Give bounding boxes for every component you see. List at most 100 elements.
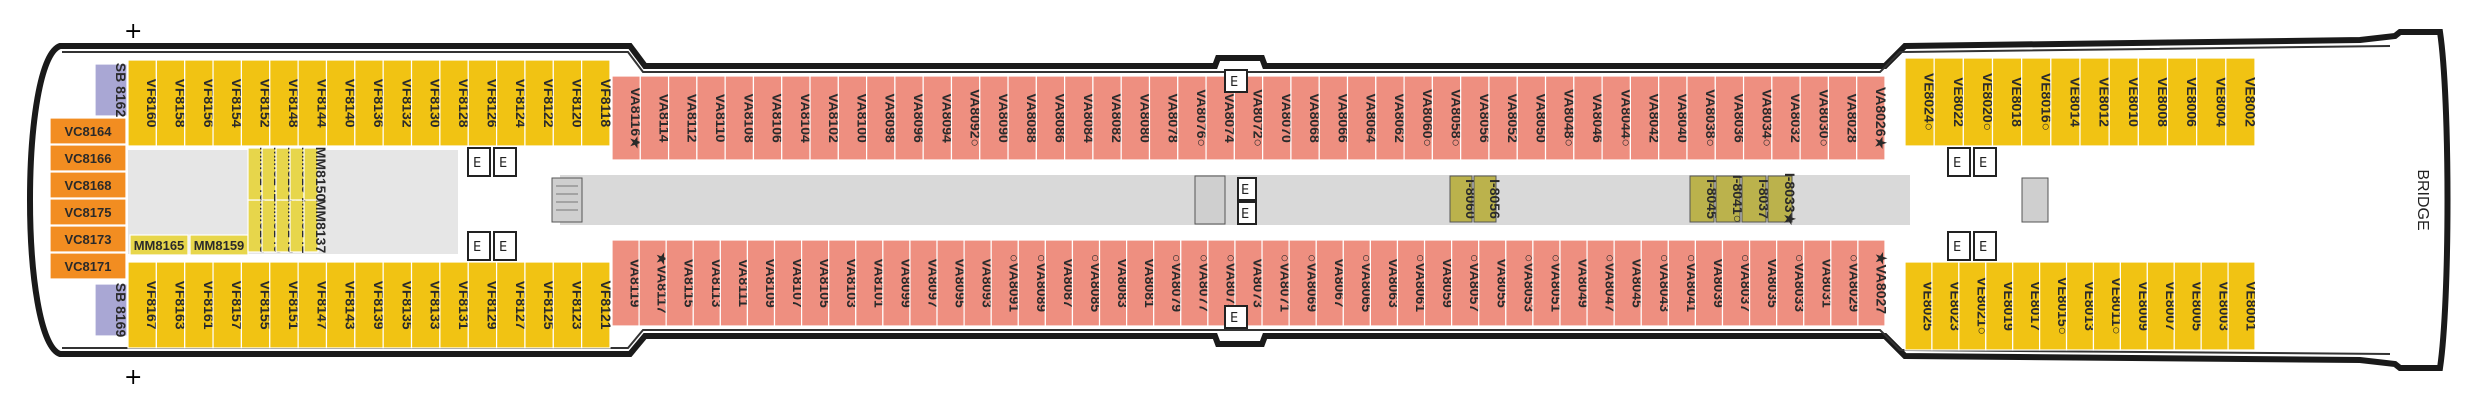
cabin-label: I-8033★	[1782, 173, 1798, 226]
cabin-box	[1403, 75, 1433, 161]
cabin-box	[979, 75, 1009, 161]
cabin: VA8094	[922, 75, 955, 161]
elevator-bank-mid: E E E E	[1194, 69, 1257, 329]
cabin-box	[665, 239, 694, 327]
cabin: VA8088	[1007, 75, 1040, 161]
cabin-box	[1315, 239, 1344, 327]
cabin-box	[1559, 239, 1588, 327]
cabin: VA8104	[781, 75, 814, 161]
cabin: VA8028	[1827, 75, 1861, 161]
cabin-box	[696, 75, 726, 161]
cabin: I-8056	[1473, 175, 1503, 223]
cabin: VA8062	[1375, 75, 1408, 161]
cabin-box	[1064, 75, 1094, 161]
cabin-label: MM8150	[313, 147, 329, 202]
cabin: VA8084	[1064, 75, 1097, 161]
cabin-box	[1830, 239, 1859, 327]
cabin: VF8158	[155, 59, 189, 147]
cabin-box	[1126, 239, 1155, 327]
cabin-label: ★VA8027	[1873, 252, 1889, 314]
cabin: VA8082	[1092, 75, 1125, 161]
cabin: VF8139	[354, 261, 387, 349]
cabin-box	[1857, 239, 1886, 327]
cabin: VF8125	[524, 261, 557, 349]
cabin-box	[2039, 261, 2068, 351]
stairs-aft	[551, 177, 583, 223]
cabin: VE8005	[2173, 261, 2206, 351]
cabin-box	[1092, 75, 1122, 161]
svg-text:E: E	[1979, 156, 1987, 171]
cabin-box	[809, 75, 839, 161]
cabin: VA8108	[724, 75, 757, 161]
cabin: VA8040	[1658, 75, 1691, 161]
cabin: VF8131	[439, 261, 472, 349]
cabin: MM8150	[303, 147, 329, 202]
cabin: VE8002	[2225, 57, 2258, 147]
crosshair-top: +	[124, 19, 142, 44]
cabin-box	[1991, 57, 2023, 147]
svg-text:E: E	[1230, 75, 1238, 90]
cabin-box	[1904, 57, 1935, 147]
cabin-label: VC8166	[65, 151, 112, 166]
cabin: VF8135	[382, 261, 415, 349]
cabin-box	[1748, 239, 1778, 327]
cabin-box	[49, 198, 127, 226]
cabin-box	[1658, 75, 1688, 161]
cabin-box	[1423, 239, 1453, 327]
cabin-box	[1153, 239, 1182, 327]
inner-accessible-cabins: MM8165MM8159MM8153MM8149MM8145MM8141MM81…	[129, 147, 329, 256]
cabin-label: VC8175	[65, 205, 112, 220]
cabin: VF8130	[410, 59, 444, 147]
cabin-box	[155, 59, 186, 147]
cabin-box	[2050, 57, 2081, 147]
svg-text:E: E	[1241, 183, 1249, 198]
cabin: VF8147	[297, 261, 330, 349]
cabin-box	[1120, 75, 1151, 161]
cabin-box	[855, 239, 884, 327]
cabin-box	[639, 75, 670, 161]
cabin: VF8120	[552, 59, 585, 147]
cabin: VE8008	[2137, 57, 2171, 147]
cabin: VF8152	[240, 59, 274, 147]
cabin-box	[1290, 75, 1320, 161]
cabin-box	[127, 261, 157, 349]
cabin-box	[1601, 75, 1631, 161]
cabin-box	[638, 239, 667, 327]
cabin-box	[2200, 261, 2229, 351]
cabin-box	[950, 75, 981, 161]
cabin: VF8126	[467, 59, 500, 147]
cabin-box	[781, 75, 811, 161]
cabin-box	[936, 239, 965, 327]
cabin-box	[1017, 239, 1046, 327]
cabin-box	[1613, 239, 1642, 327]
cabin: VA8078	[1148, 75, 1182, 161]
cabin-box	[94, 63, 128, 117]
cabin-box	[2119, 261, 2148, 351]
cabin-box	[2196, 57, 2227, 147]
cabin: VA8064	[1346, 75, 1380, 161]
cabin: VF8133	[410, 261, 444, 349]
cabin-box	[1342, 239, 1371, 327]
cabin-box	[1767, 175, 1793, 223]
cabin: VA8103	[828, 239, 860, 327]
crosshair-bottom: +	[124, 365, 142, 390]
cabin: VC8166	[49, 144, 127, 172]
cabin: VF8151	[269, 261, 302, 349]
cabin-box	[297, 59, 328, 147]
cabin-box	[909, 239, 938, 327]
cabin-box	[2012, 261, 2041, 351]
cabin: VA8050	[1516, 75, 1549, 161]
cabin-box	[1375, 75, 1405, 161]
cabin-box	[129, 234, 189, 256]
cabin: VA8034○	[1742, 75, 1776, 161]
cabin: VE8001	[2227, 261, 2260, 351]
cabin-label: VA8026★	[1873, 87, 1889, 150]
cabin: VA8038○	[1686, 75, 1719, 161]
cabin: MM8137	[303, 199, 329, 253]
cabin: SB 8162	[94, 63, 129, 117]
cabin-box	[1431, 75, 1462, 161]
cabin-box	[581, 261, 611, 349]
cabin: VF8167	[127, 261, 160, 349]
